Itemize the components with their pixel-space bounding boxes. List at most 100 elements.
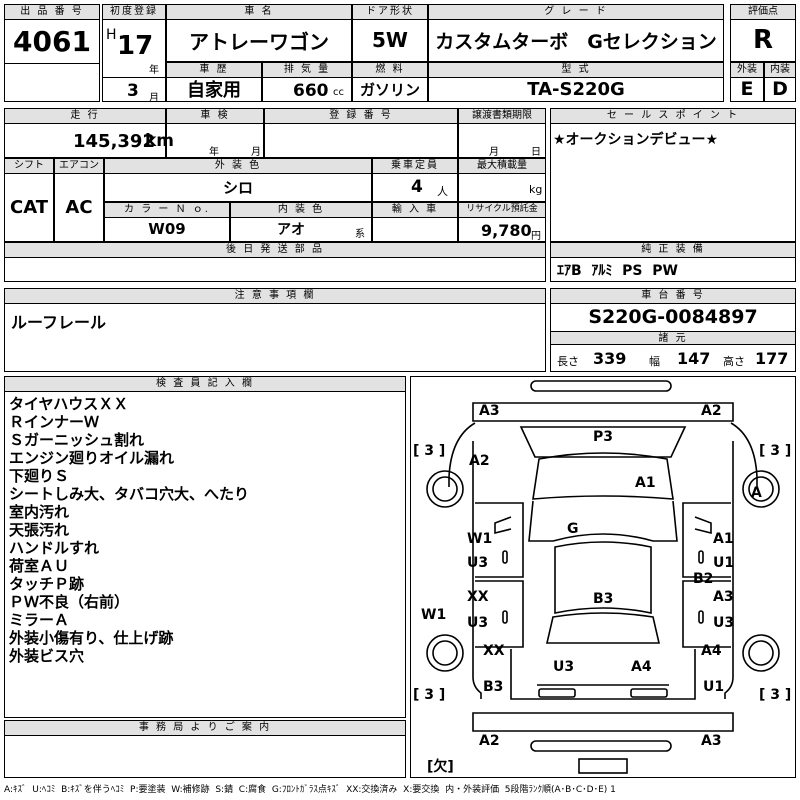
loadcap-box: 最大積載量 kg — [458, 158, 546, 202]
aircon-box: エアコン AC — [54, 158, 104, 242]
mark-b2: B2 — [693, 571, 713, 587]
aircon-label: エアコン — [55, 159, 103, 174]
displacement: 660 — [293, 81, 329, 101]
inspection-month-unit: 月 — [251, 147, 261, 158]
inspector-line: タイヤハウスＸＸ — [9, 395, 129, 413]
chassis-box: 車 台 番 号 S220G-0084897 諸 元 長さ 339 幅 147 高… — [550, 288, 796, 372]
inspection-year-unit: 年 — [209, 147, 219, 158]
mark-a1-right: A1 — [713, 531, 734, 547]
inspector-line: 天張汚れ — [9, 521, 70, 539]
inspector-line: タッチＰ跡 — [9, 575, 85, 593]
mark-b3-bottom: B3 — [483, 679, 503, 695]
model-label: 型 式 — [429, 63, 723, 78]
mark-a1-hood: A1 — [635, 475, 656, 491]
sales-point-text: ★オークションデビュー★ — [553, 132, 719, 148]
fuel-box: 燃 料 ガソリン — [352, 62, 428, 102]
mark-u1-right-1: U1 — [713, 555, 734, 571]
inspector-line: ミラーＡ — [9, 611, 70, 629]
inspector-label: 検 査 員 記 入 欄 — [5, 377, 405, 392]
lot-number-box: 出 品 番 号 4061 — [4, 4, 100, 102]
door-type: 5W — [372, 28, 408, 52]
length-label: 長さ — [557, 355, 579, 368]
inspector-line: エンジン廻りオイル漏れ — [9, 449, 175, 467]
car-diagram: A3 A2 P3 [ 3 ] [ 3 ] A2 A1 A G W1 U3 A1 … — [413, 380, 791, 775]
mark-bracket-left: [ 3 ] — [413, 443, 445, 459]
door-label: ドア形状 — [353, 5, 427, 20]
inspector-line: ＰＷ不良（右前） — [9, 593, 130, 611]
reg-year: 17 — [117, 31, 154, 61]
later-parts-label: 後 日 発 送 部 品 — [5, 243, 545, 258]
inspector-line: ＲインナーＷ — [9, 413, 100, 431]
registration-label: 登 録 番 号 — [265, 109, 457, 124]
reg-year-unit: 年 — [149, 65, 159, 76]
reg-month: 3 — [127, 81, 139, 101]
recycle-unit: 円 — [531, 231, 541, 242]
mark-a3-rear: A3 — [701, 733, 722, 749]
fuel-label: 燃 料 — [353, 63, 427, 78]
equipment-label: 純 正 装 備 — [551, 243, 795, 258]
mileage: 145,392 — [73, 131, 155, 152]
mark-w1-left: W1 — [467, 531, 492, 547]
interior-grade-box: 内装 D — [764, 62, 796, 102]
mark-u3-bottom: U3 — [553, 659, 574, 675]
mark-u3-left-1: U3 — [467, 555, 488, 571]
mark-u3-right: U3 — [713, 615, 734, 631]
interior-grade: D — [772, 78, 788, 100]
model-box: 型 式 TA-S220G — [428, 62, 724, 102]
capacity-label: 乗車定員 — [373, 159, 457, 174]
history-label: 車 歴 — [167, 63, 261, 78]
height-label: 高さ — [723, 355, 745, 368]
interior-color-suffix: 系 — [355, 229, 365, 240]
transfer-day-unit: 日 — [531, 147, 541, 158]
grade: カスタムターボ Gセレクション — [435, 30, 717, 53]
exterior-grade: E — [740, 78, 754, 100]
inspection-label: 車 検 — [167, 109, 263, 124]
history-box: 車 歴 自家用 — [166, 62, 262, 102]
inspector-line: シートしみ大、タバコ穴大、へたり — [9, 485, 250, 503]
displacement-unit: cc — [333, 87, 344, 98]
car-diagram-box: A3 A2 P3 [ 3 ] [ 3 ] A2 A1 A G W1 U3 A1 … — [410, 376, 796, 778]
chassis-number: S220G-0084897 — [588, 306, 758, 328]
displacement-label: 排 気 量 — [263, 63, 351, 78]
height: 177 — [755, 349, 789, 368]
notes-label: 注 意 事 項 欄 — [5, 289, 545, 304]
displacement-box: 排 気 量 660 cc — [262, 62, 352, 102]
era: H — [106, 27, 117, 43]
transfer-label: 譲渡書類期限 — [459, 109, 545, 124]
width: 147 — [677, 349, 711, 368]
later-parts-box: 後 日 発 送 部 品 — [4, 242, 546, 282]
office-box: 事 務 局 よ り ご 案 内 — [4, 720, 406, 778]
color-box: 外 装 色 シロ — [104, 158, 372, 202]
equipment-text: ｴｱB ｱﾙﾐ PS PW — [557, 263, 678, 279]
fuel: ガソリン — [359, 80, 420, 99]
mark-u3-left-2: U3 — [467, 615, 488, 631]
loadcap-label: 最大積載量 — [459, 159, 545, 174]
color-label: 外 装 色 — [105, 159, 371, 174]
car-name: アトレーワゴン — [189, 29, 329, 54]
interior-grade-label: 内装 — [765, 63, 795, 78]
mark-a3-right: A3 — [713, 589, 734, 605]
sales-point-label: セ ー ル ス ポ イ ン ト — [551, 109, 795, 124]
inspector-line: 外装小傷有り、仕上げ跡 — [9, 629, 174, 647]
history: 自家用 — [187, 80, 241, 101]
mark-a4-right: A4 — [701, 643, 722, 659]
notes-box: 注 意 事 項 欄 ルーフレール — [4, 288, 546, 372]
length: 339 — [593, 349, 627, 368]
registration-box: 登 録 番 号 — [264, 108, 458, 158]
mark-bracket-bottom-right: [ 3 ] — [759, 687, 791, 703]
office-label: 事 務 局 よ り ご 案 内 — [5, 721, 405, 736]
car-name-label: 車 名 — [167, 5, 351, 20]
mark-b3-roof: B3 — [593, 591, 613, 607]
shift-label: シフト — [5, 159, 53, 174]
inspector-line: 荷室ＡＵ — [9, 557, 70, 575]
inspector-line: 下廻りＳ — [9, 467, 70, 485]
mark-bracket-bottom-left: [ 3 ] — [413, 687, 445, 703]
inspector-line: Ｓガーニッシュ割れ — [9, 431, 145, 449]
inspection-box: 車 検 年 月 — [166, 108, 264, 158]
mark-bracket-right: [ 3 ] — [759, 443, 791, 459]
import-box: 輸 入 車 — [372, 202, 458, 242]
interior-color-box: 内 装 色 アオ 系 — [230, 202, 372, 242]
capacity: 4 — [411, 177, 423, 197]
mark-xx-wheel: XX — [483, 643, 505, 659]
legend: A:ｷｽﾞ U:ﾍｺﾐ B:ｷｽﾞを伴うﾍｺﾐ P:要塗装 W:補修跡 S:錆 … — [4, 785, 616, 795]
